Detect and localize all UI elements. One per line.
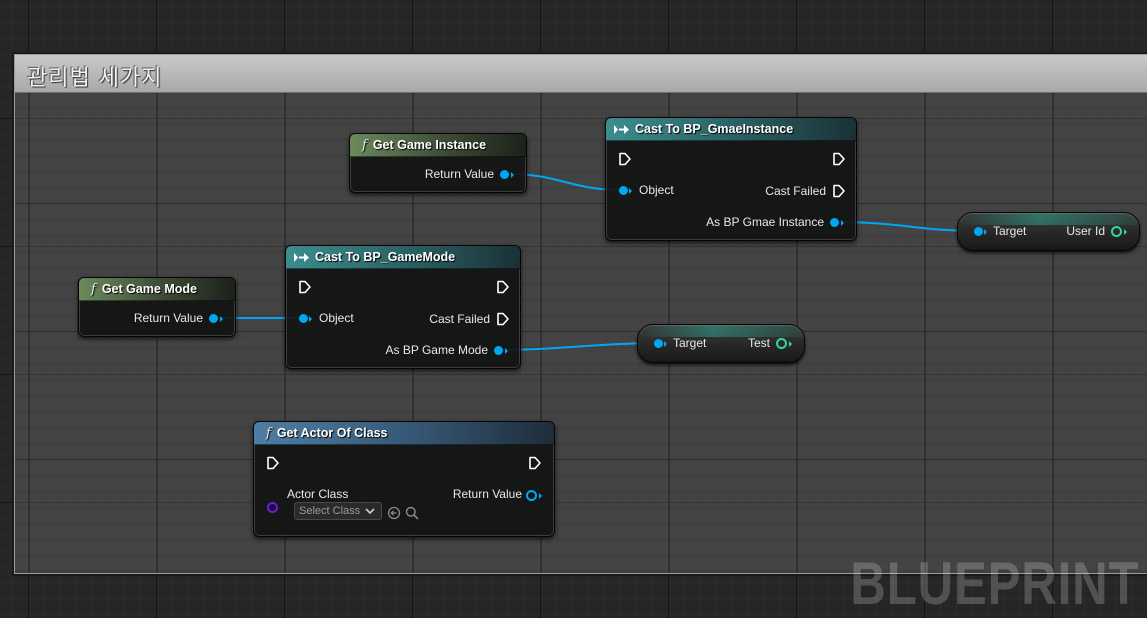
test-output-pin[interactable] xyxy=(776,338,787,349)
pin-arrow-icon xyxy=(1124,229,1127,235)
return-value-label: Return Value xyxy=(133,311,203,325)
comment-header[interactable]: 관리법 세가지 xyxy=(15,55,1147,93)
cast-icon xyxy=(614,124,630,134)
node-header: f Get Game Mode xyxy=(79,278,235,301)
exec-out-pin[interactable] xyxy=(528,456,542,470)
pin-arrow-icon xyxy=(220,316,223,322)
function-icon: f xyxy=(91,281,96,297)
cast-failed-label: Cast Failed xyxy=(429,312,490,326)
select-class-text: Select Class xyxy=(299,505,361,517)
as-bp-gameinstance-pin[interactable] xyxy=(830,218,839,227)
get-actor-of-class-node[interactable]: f Get Actor Of Class Actor Class Select … xyxy=(253,421,555,537)
wire-cast-to-userid xyxy=(836,221,977,232)
as-bp-gamemode-pin[interactable] xyxy=(494,346,503,355)
node-title: Get Game Instance xyxy=(372,138,487,152)
return-value-label: Return Value xyxy=(424,167,494,181)
chevron-down-icon xyxy=(365,508,375,515)
node-title: Cast To BP_GmaeInstance xyxy=(635,122,794,136)
node-glow xyxy=(638,325,804,337)
object-label: Object xyxy=(639,183,674,197)
cast-failed-pin[interactable] xyxy=(832,184,846,198)
exec-out-pin[interactable] xyxy=(832,152,846,166)
node-title: Get Game Mode xyxy=(101,282,197,296)
as-bp-gamemode-label: As BP Game Mode xyxy=(385,343,489,357)
test-label: Test xyxy=(747,336,770,350)
user-id-label: User Id xyxy=(1066,224,1105,238)
user-id-output-pin[interactable] xyxy=(1111,226,1122,237)
use-selected-asset-icon[interactable] xyxy=(387,506,401,520)
cast-failed-pin[interactable] xyxy=(496,312,510,326)
node-glow xyxy=(958,213,1139,225)
wire-castgm-to-test xyxy=(500,342,657,351)
pin-arrow-icon xyxy=(511,172,514,178)
node-title: Get Actor Of Class xyxy=(276,426,388,440)
pin-arrow-icon xyxy=(309,316,312,322)
exec-in-pin[interactable] xyxy=(266,456,280,470)
object-pin[interactable] xyxy=(299,314,308,323)
function-icon: f xyxy=(266,425,271,441)
pin-arrow-icon xyxy=(984,229,987,235)
pin-arrow-icon xyxy=(841,220,844,226)
target-label: Target xyxy=(993,224,1027,238)
return-value-pin[interactable] xyxy=(526,490,537,501)
comment-title[interactable]: 관리법 세가지 xyxy=(27,66,163,91)
pin-arrow-icon xyxy=(505,348,508,354)
return-value-label: Return Value xyxy=(452,487,522,501)
target-label: Target xyxy=(673,336,707,350)
node-header: f Get Game Instance xyxy=(350,134,526,157)
target-pin[interactable] xyxy=(974,227,983,236)
actor-class-pin[interactable] xyxy=(267,502,278,513)
pin-arrow-icon xyxy=(629,188,632,194)
pin-arrow-icon xyxy=(539,493,542,499)
blueprint-watermark: BLUEPRINT xyxy=(850,550,1139,617)
get-game-instance-node[interactable]: f Get Game Instance Return Value xyxy=(349,133,527,193)
return-value-pin[interactable] xyxy=(209,314,218,323)
get-game-mode-node[interactable]: f Get Game Mode Return Value xyxy=(78,277,236,337)
node-title: Cast To BP_GameMode xyxy=(315,250,456,264)
comment-box[interactable]: 관리법 세가지 xyxy=(14,54,1147,574)
cast-icon xyxy=(294,252,310,262)
node-header: Cast To BP_GameMode xyxy=(286,246,520,269)
cast-failed-label: Cast Failed xyxy=(765,184,826,198)
target-pin[interactable] xyxy=(654,339,663,348)
browse-search-icon[interactable] xyxy=(405,506,419,520)
select-class-dropdown[interactable]: Select Class xyxy=(294,502,382,520)
actor-class-label: Actor Class xyxy=(287,487,349,501)
pin-arrow-icon xyxy=(664,341,667,347)
function-icon: f xyxy=(362,137,367,153)
exec-out-pin[interactable] xyxy=(496,280,510,294)
cast-to-gameinstance-node[interactable]: Cast To BP_GmaeInstance Object Cast Fail… xyxy=(605,117,857,241)
user-id-variable-node[interactable]: Target User Id xyxy=(957,212,1140,251)
node-header: f Get Actor Of Class xyxy=(254,422,554,445)
node-header: Cast To BP_GmaeInstance xyxy=(606,118,856,141)
return-value-pin[interactable] xyxy=(500,170,509,179)
exec-in-pin[interactable] xyxy=(298,280,312,294)
object-label: Object xyxy=(319,311,354,325)
object-pin[interactable] xyxy=(619,186,628,195)
pin-arrow-icon xyxy=(789,341,792,347)
cast-to-gamemode-node[interactable]: Cast To BP_GameMode Object Cast Failed A… xyxy=(285,245,521,369)
as-bp-gameinstance-label: As BP Gmae Instance xyxy=(706,215,824,229)
test-variable-node[interactable]: Target Test xyxy=(637,324,805,363)
exec-in-pin[interactable] xyxy=(618,152,632,166)
